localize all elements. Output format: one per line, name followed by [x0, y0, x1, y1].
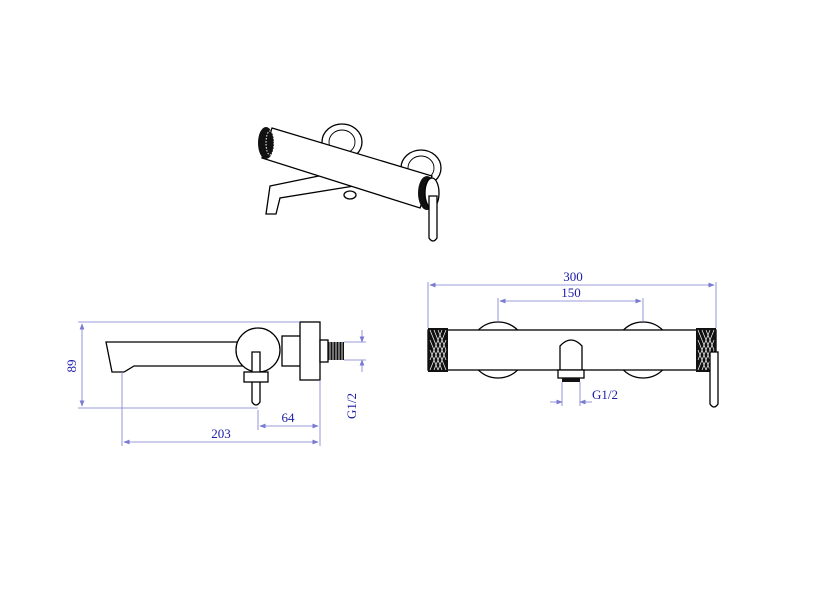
- overall-width-dimension-label: 300: [563, 269, 583, 284]
- height-dimension-label: 89: [64, 360, 79, 373]
- front-view: [427, 321, 719, 408]
- center-distance-dimension-label: 150: [561, 285, 581, 300]
- thread-icon: [328, 342, 344, 360]
- front-view-dimensions: [427, 282, 717, 406]
- side-view: [105, 321, 344, 406]
- length-dimension-label: 203: [211, 426, 231, 441]
- perspective-view: [258, 123, 442, 242]
- offset-dimension-label: 64: [282, 410, 296, 425]
- side-thread-dimension-label: G1/2: [344, 393, 359, 419]
- front-thread-dimension-label: G1/2: [592, 387, 618, 402]
- knurled-cap-left-icon: [428, 328, 448, 372]
- side-view-dimensions: [78, 321, 366, 446]
